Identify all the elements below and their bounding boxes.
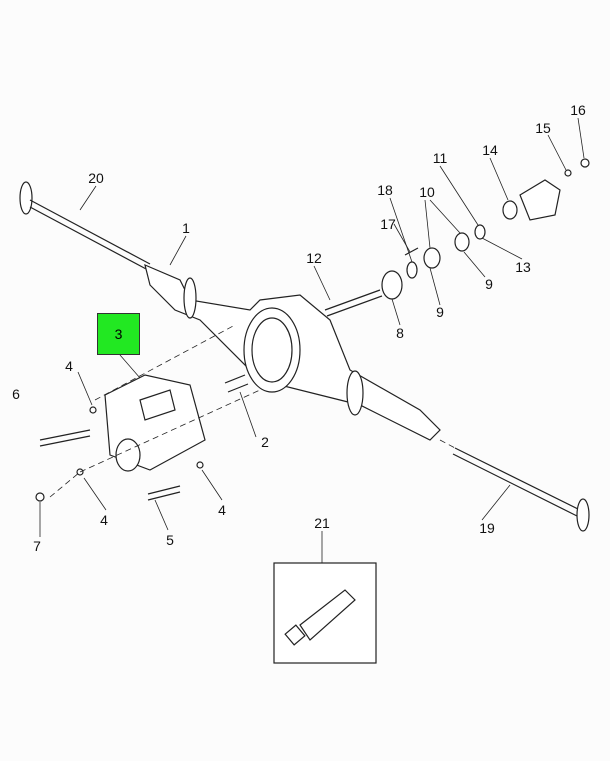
callout-17[interactable]: 17 bbox=[380, 216, 396, 232]
callout-20[interactable]: 20 bbox=[88, 170, 104, 186]
callout-4[interactable]: 4 bbox=[100, 512, 108, 528]
callout-3-highlighted[interactable]: 3 bbox=[97, 313, 140, 355]
callout-12[interactable]: 12 bbox=[306, 250, 322, 266]
leader-lines bbox=[39, 117, 585, 563]
callout-15[interactable]: 15 bbox=[535, 120, 551, 136]
callout-9[interactable]: 9 bbox=[485, 276, 493, 292]
callout-1[interactable]: 1 bbox=[182, 220, 190, 236]
callout-4[interactable]: 4 bbox=[218, 502, 226, 518]
sealant-inset bbox=[273, 562, 377, 664]
callout-18[interactable]: 18 bbox=[377, 182, 393, 198]
callout-5[interactable]: 5 bbox=[166, 532, 174, 548]
bolts-and-washers bbox=[35, 374, 249, 502]
callout-2[interactable]: 2 bbox=[261, 434, 269, 450]
callout-11[interactable]: 11 bbox=[432, 150, 448, 166]
callout-6[interactable]: 6 bbox=[12, 386, 20, 402]
callout-7[interactable]: 7 bbox=[33, 538, 41, 554]
callout-10[interactable]: 10 bbox=[419, 184, 435, 200]
axle-shaft-left bbox=[19, 181, 151, 271]
callout-14[interactable]: 14 bbox=[482, 142, 498, 158]
differential-carrier bbox=[104, 374, 206, 472]
callout-13[interactable]: 13 bbox=[515, 259, 531, 275]
callout-4[interactable]: 4 bbox=[65, 358, 73, 374]
axle-shaft-right bbox=[452, 447, 590, 532]
callout-21[interactable]: 21 bbox=[314, 515, 330, 531]
callout-9[interactable]: 9 bbox=[436, 304, 444, 320]
pinion-parts bbox=[324, 158, 590, 317]
callout-16[interactable]: 16 bbox=[570, 102, 586, 118]
alignment-lines bbox=[49, 324, 456, 498]
axle-housing bbox=[144, 263, 441, 441]
callout-19[interactable]: 19 bbox=[479, 520, 495, 536]
callout-8[interactable]: 8 bbox=[396, 325, 404, 341]
